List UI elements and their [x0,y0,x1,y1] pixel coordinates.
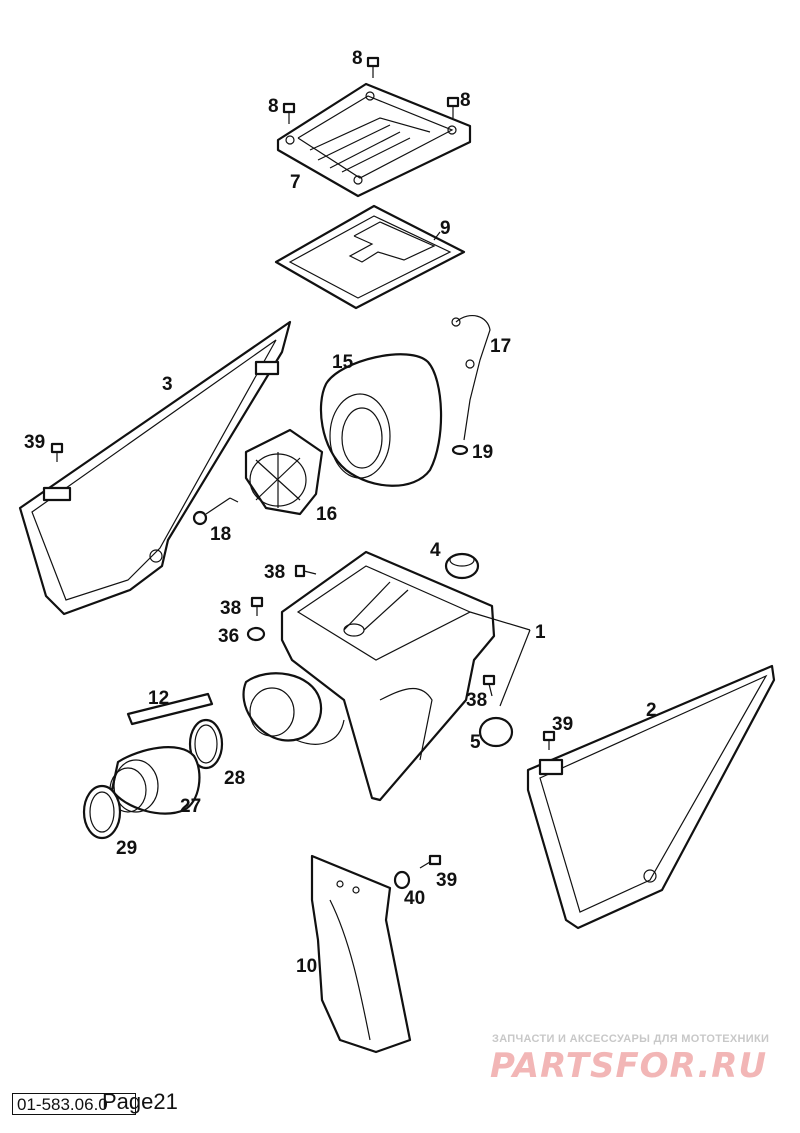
drawing-code: 01-583.06.0 [12,1093,136,1115]
plug-4-part [444,552,480,580]
callout-39-bottom: 39 [436,870,457,891]
callout-16: 16 [316,504,337,525]
left-side-panel-part [18,320,292,616]
callout-17: 17 [490,336,511,357]
hose-12-part [126,692,214,726]
callout-8-top: 8 [352,48,363,69]
callout-38-right: 38 [466,690,487,711]
washer-40-part [393,870,411,890]
watermark-tagline: ЗАПЧАСТИ И АКСЕССУАРЫ ДЛЯ МОТОТЕХНИКИ [492,1033,770,1045]
page-number: Page21 [102,1089,178,1114]
callout-3: 3 [162,374,173,395]
screw-38-mid [250,596,264,616]
callout-39-left: 39 [24,432,45,453]
callout-8-left: 8 [268,96,279,117]
callout-27: 27 [180,796,201,817]
callout-12: 12 [148,688,169,709]
callout-7: 7 [290,172,301,193]
screw-39-right [542,730,556,750]
callout-8-right: 8 [460,90,471,111]
mud-flap-part [310,854,412,1054]
callout-9: 9 [440,218,451,239]
air-filter-part [319,353,443,487]
callout-2: 2 [646,700,657,721]
clamp-29-part [82,784,122,840]
callout-36: 36 [218,626,239,647]
watermark-logo: PARTSFOR.RU [490,1046,768,1086]
intake-boot-part [109,746,201,815]
screw-38-right [482,674,496,697]
leader-lines [433,231,531,707]
airbox-housing-part [242,550,496,802]
gasket-part [274,204,466,310]
clamp-28-part [188,718,224,770]
callout-29: 29 [116,838,137,859]
callout-10: 10 [296,956,317,977]
callout-5: 5 [470,732,481,753]
filter-cage-part [244,428,324,516]
callout-40: 40 [404,888,425,909]
screw-39-bottom [419,854,442,869]
washer-36-part [246,626,266,642]
callout-15: 15 [332,352,354,373]
callout-1: 1 [535,622,546,643]
pin-18-part [192,497,239,526]
washer-19-part [451,444,469,456]
callout-19: 19 [472,442,493,463]
plug-5-part [478,716,514,748]
callout-28: 28 [224,768,245,789]
screw-8-top [366,56,380,78]
callout-38-top: 38 [264,562,285,583]
callout-18: 18 [210,524,231,545]
wire-clip-part [451,314,491,441]
callout-39-right: 39 [552,714,573,735]
airbox-lid-part [276,82,472,198]
screw-38-top [294,564,317,578]
screw-8-right [446,96,460,118]
callout-38-mid: 38 [220,598,241,619]
right-side-panel-part [526,664,776,930]
screw-8-left [282,102,296,124]
screw-39-left [50,442,64,462]
callout-4: 4 [430,540,441,561]
